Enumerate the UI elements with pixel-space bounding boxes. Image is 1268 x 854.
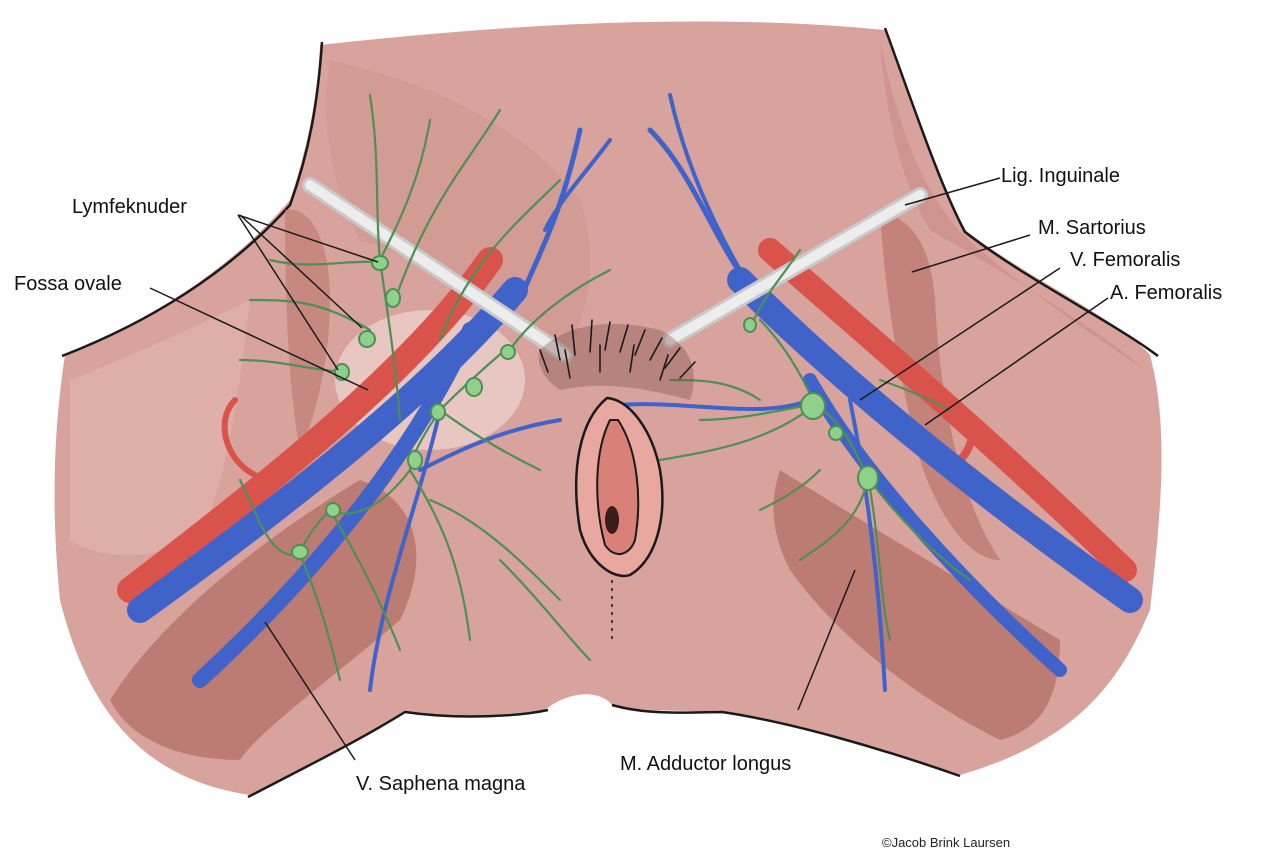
label-a-femoralis: A. Femoralis [1110,283,1222,303]
lymph-node [744,318,756,332]
lymph-node [408,451,422,469]
lymph-node [359,331,375,347]
lymph-node [386,289,400,307]
label-lig-inguinale: Lig. Inguinale [1001,166,1120,186]
lymph-node [431,404,445,420]
lymph-node [829,426,843,440]
lymph-node [501,345,515,359]
label-fossa-ovale: Fossa ovale [14,274,122,294]
copyright-notice: ©Jacob Brink Laursen [882,836,1010,849]
lymph-node [372,256,388,270]
lymph-node [801,393,825,419]
label-m-sartorius: M. Sartorius [1038,218,1146,238]
label-v-femoralis: V. Femoralis [1070,250,1180,270]
label-lymfeknuder: Lymfeknuder [72,197,187,217]
lymph-node [292,545,308,559]
lymph-node [466,378,482,396]
lymph-node [326,503,340,517]
label-v-saphena-magna: V. Saphena magna [356,774,525,794]
label-m-adductor-longus: M. Adductor longus [620,754,791,774]
lymph-node [858,466,878,490]
